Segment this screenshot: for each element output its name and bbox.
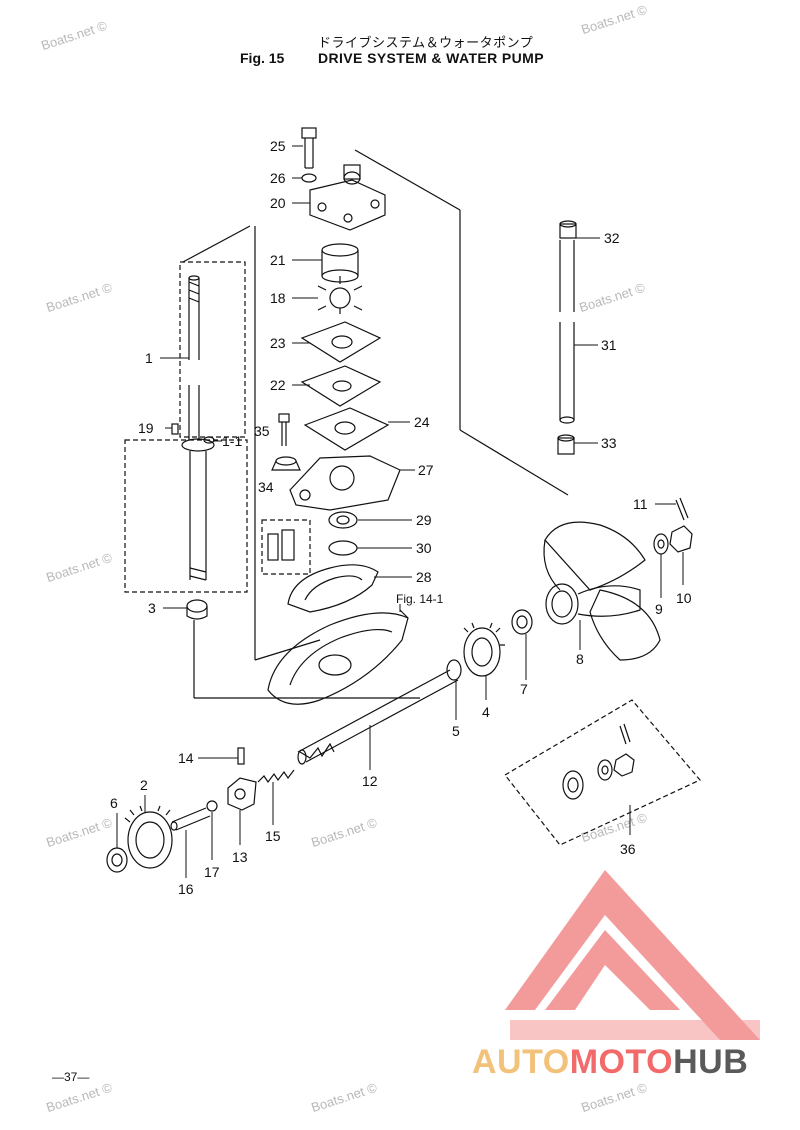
part-label: 30 xyxy=(416,540,432,556)
reference-label: Fig. 14-1 xyxy=(396,592,444,606)
impeller-18 xyxy=(317,276,363,314)
propeller-shaft-12 xyxy=(297,669,459,765)
oil-seal-29 xyxy=(328,511,358,529)
part-label: 33 xyxy=(601,435,617,451)
part-label: 25 xyxy=(270,138,286,154)
part-label: 19 xyxy=(138,420,154,436)
propeller-kit-36 xyxy=(562,723,635,800)
part-label: 27 xyxy=(418,462,434,478)
small-parts-set xyxy=(267,529,295,561)
spring-15 xyxy=(257,769,295,784)
part-label: 16 xyxy=(178,881,194,897)
forward-gear-2 xyxy=(124,805,173,869)
part-label: 9 xyxy=(655,601,663,617)
shim-5 xyxy=(446,659,462,681)
part-label: 32 xyxy=(604,230,620,246)
part-label: 20 xyxy=(270,195,286,211)
part-label: 4 xyxy=(482,704,490,720)
part-label: 34 xyxy=(258,479,274,495)
dashed-group-outlines xyxy=(124,261,701,846)
part-label: 31 xyxy=(601,337,617,353)
grommet-33 xyxy=(557,434,575,455)
part-label: 23 xyxy=(270,335,286,351)
part-label: 1-1 xyxy=(222,433,242,449)
figure-number: Fig. 15 xyxy=(240,50,285,66)
propeller-8 xyxy=(543,521,661,661)
part-label: 24 xyxy=(414,414,430,430)
part-label: 3 xyxy=(148,600,156,616)
part-label: 14 xyxy=(178,750,194,766)
pump-casing-27 xyxy=(289,455,401,511)
part-label: 26 xyxy=(270,170,286,186)
logo-part-hub: HUB xyxy=(673,1043,749,1081)
reverse-gear-4 xyxy=(463,622,505,677)
page-number: —37— xyxy=(52,1070,90,1084)
part-label: 29 xyxy=(416,512,432,528)
pinion-gear-3 xyxy=(186,599,208,620)
callout-leaders xyxy=(116,145,684,878)
clutch-13 xyxy=(227,777,257,811)
grommet-32 xyxy=(559,220,577,239)
part-label: 36 xyxy=(620,841,636,857)
logo-part-auto: AUTO xyxy=(472,1043,570,1081)
washer-9 xyxy=(653,533,669,555)
part-label: 12 xyxy=(362,773,378,789)
part-label: 17 xyxy=(204,864,220,880)
part-label: 8 xyxy=(576,651,584,667)
bolt-35 xyxy=(278,413,290,446)
automotohub-logo-text: AUTOMOTOHUB xyxy=(472,1043,748,1082)
washer-34 xyxy=(271,456,301,471)
gasket-24 xyxy=(303,407,390,451)
shim-6 xyxy=(106,847,128,873)
nut-10 xyxy=(669,525,693,553)
part-label: 21 xyxy=(270,252,286,268)
part-label: 1 xyxy=(145,350,153,366)
water-tube-31 xyxy=(559,240,575,424)
o-ring-30 xyxy=(328,540,358,556)
shaft-16 xyxy=(170,807,211,831)
part-label: 13 xyxy=(232,849,248,865)
cotter-pin-11 xyxy=(675,497,689,521)
gasket-23 xyxy=(300,321,382,363)
part-label: 6 xyxy=(110,795,118,811)
lower-drive-shaft-1-1 xyxy=(181,436,215,581)
drive-shaft-1 xyxy=(188,275,200,440)
pin-14 xyxy=(237,747,245,765)
japanese-title: ドライブシステム＆ウォータポンプ xyxy=(318,36,534,51)
part-label: 22 xyxy=(270,377,286,393)
pin-19 xyxy=(171,423,179,435)
washer-26 xyxy=(301,173,317,183)
part-label: 11 xyxy=(633,496,648,512)
bolt-25 xyxy=(301,127,317,169)
figure-title: DRIVE SYSTEM & WATER PUMP xyxy=(318,50,544,66)
part-label: 35 xyxy=(254,423,270,439)
part-label: 7 xyxy=(520,681,528,697)
lower-casing-plate xyxy=(267,609,409,705)
assembly-leader-lines xyxy=(182,149,569,699)
pump-housing-20 xyxy=(309,164,386,231)
part-label: 2 xyxy=(140,777,148,793)
part-label: 18 xyxy=(270,290,286,306)
bushing-7 xyxy=(511,609,533,635)
part-callouts: 25 26 20 21 18 23 22 24 35 27 34 29 30 2… xyxy=(110,138,692,897)
plate-22 xyxy=(300,365,382,407)
part-label: 15 xyxy=(265,828,281,844)
gasket-28 xyxy=(287,564,379,613)
part-label: 10 xyxy=(676,590,692,606)
part-label: 28 xyxy=(416,569,432,585)
bushing-17 xyxy=(206,800,218,812)
automotohub-logo-mark xyxy=(505,870,760,1040)
logo-part-moto: MOTO xyxy=(569,1043,674,1081)
part-label: 5 xyxy=(452,723,460,739)
